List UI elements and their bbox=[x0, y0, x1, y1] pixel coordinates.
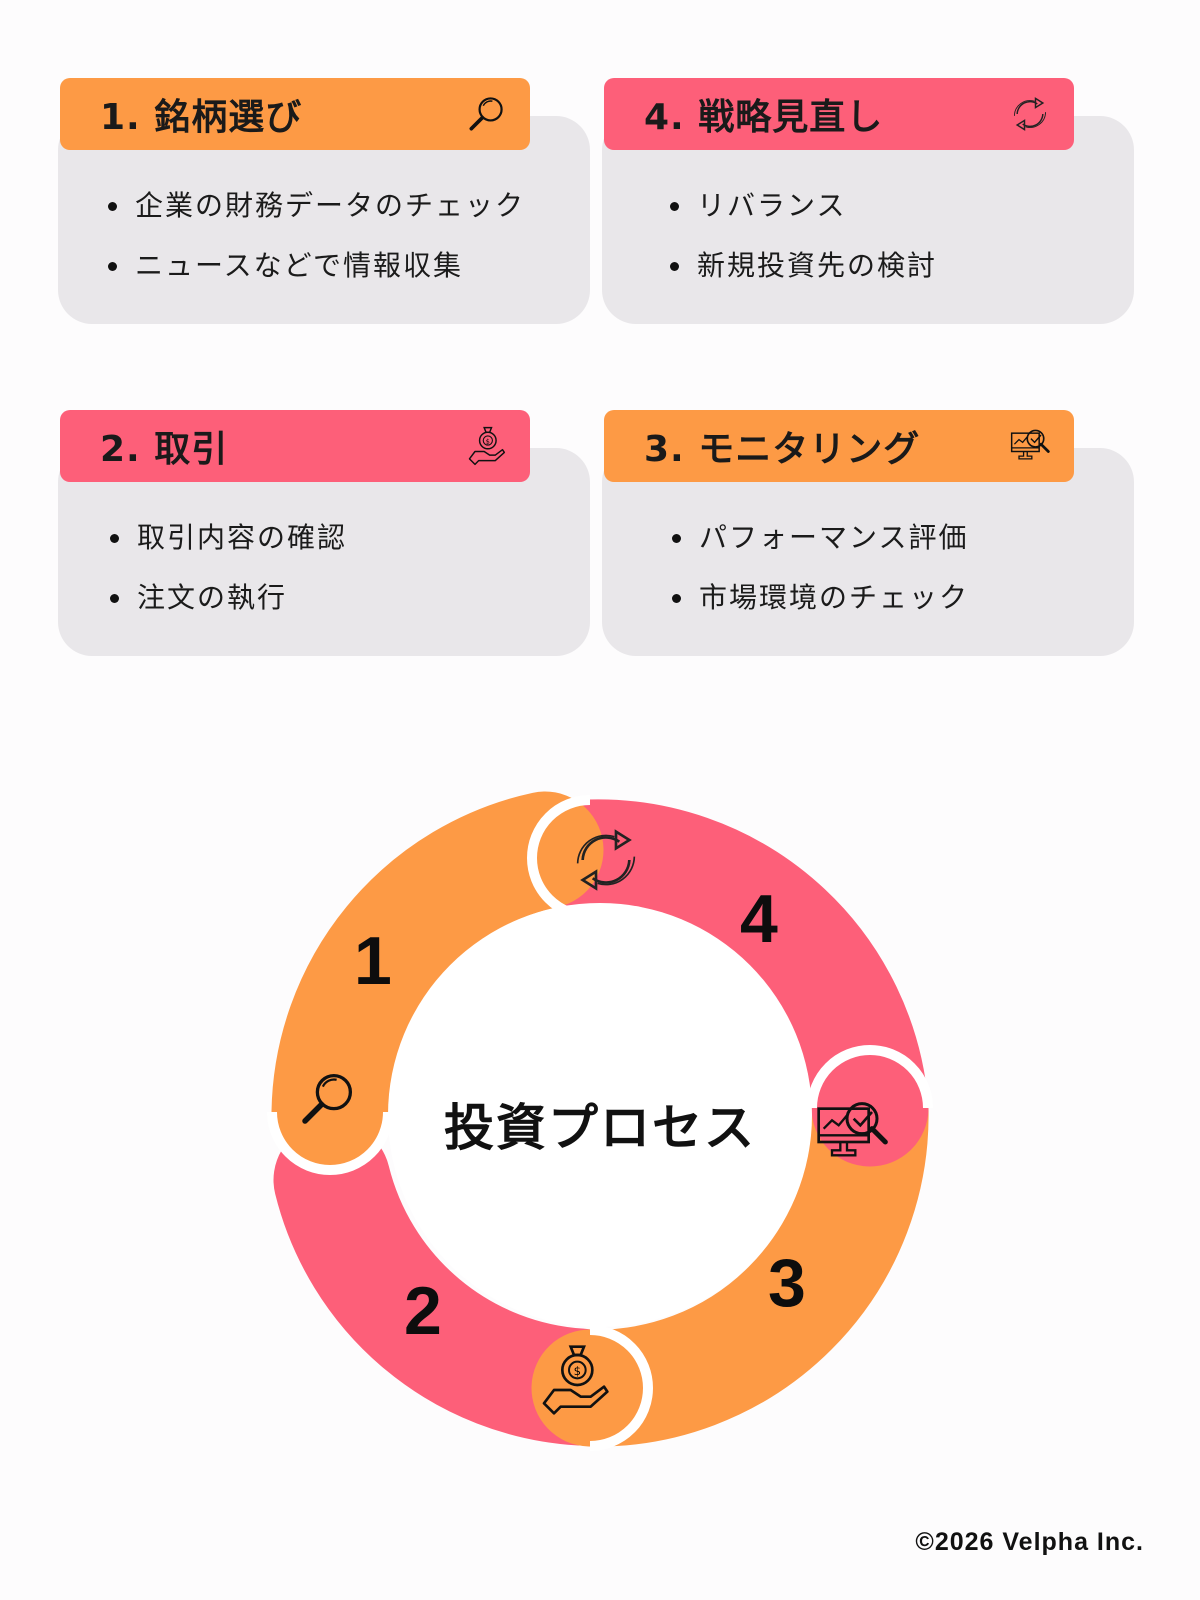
card-body bbox=[58, 448, 590, 656]
magnifier-icon bbox=[294, 1066, 360, 1132]
card-header: 4. 戦略見直し bbox=[604, 78, 1074, 150]
magnifier-icon bbox=[464, 92, 508, 136]
card-bullet-list: 企業の財務データのチェック ニュースなどで情報収集 bbox=[108, 176, 525, 296]
card-header: 2. 取引 bbox=[60, 410, 530, 482]
segment-number-3: 3 bbox=[768, 1245, 806, 1321]
card-title: 1. 銘柄選び bbox=[100, 97, 303, 138]
ring-segment-1 bbox=[271, 791, 604, 1171]
copyright-footer: ©2026 Velpha Inc. bbox=[915, 1528, 1144, 1556]
segment-number-4: 4 bbox=[740, 881, 778, 957]
card-bullet-list: 取引内容の確認 注文の執行 bbox=[110, 508, 347, 628]
refresh-arrows-icon bbox=[566, 820, 646, 900]
card-body bbox=[602, 448, 1134, 656]
bullet-icon bbox=[670, 201, 679, 211]
bullet-icon bbox=[108, 201, 117, 211]
step-card-trading: 2. 取引 取引内容の確認 注文の執行 bbox=[58, 410, 598, 670]
bullet-icon bbox=[672, 593, 681, 603]
card-title: 2. 取引 bbox=[100, 429, 229, 470]
step-card-monitoring: 3. モニタリング パフォーマンス評価 市場環境のチェック bbox=[602, 410, 1142, 670]
cycle-ring bbox=[267, 791, 933, 1451]
list-item: パフォーマンス評価 bbox=[672, 508, 969, 568]
card-bullet-list: パフォーマンス評価 市場環境のチェック bbox=[672, 508, 969, 628]
list-item: 企業の財務データのチェック bbox=[108, 176, 525, 236]
ring-segment-3 bbox=[531, 1049, 929, 1447]
bullet-icon bbox=[110, 533, 119, 543]
card-header: 3. モニタリング bbox=[604, 410, 1074, 482]
money-bag-hand-icon bbox=[464, 424, 508, 468]
list-item: 注文の執行 bbox=[110, 568, 347, 628]
segment-number-2: 2 bbox=[404, 1273, 442, 1349]
bullet-icon bbox=[672, 533, 681, 543]
refresh-arrows-icon bbox=[1008, 92, 1052, 136]
list-item: 市場環境のチェック bbox=[672, 568, 969, 628]
segment-number-1: 1 bbox=[354, 923, 392, 999]
money-bag-hand-icon bbox=[534, 1340, 614, 1420]
card-body bbox=[602, 116, 1134, 324]
card-body bbox=[58, 116, 590, 324]
card-bullet-list: リバランス 新規投資先の検討 bbox=[670, 176, 937, 296]
list-item: リバランス bbox=[670, 176, 937, 236]
step-card-stock-selection: 1. 銘柄選び 企業の財務データのチェック ニュースなどで情報収集 bbox=[58, 78, 598, 338]
cycle-center-title: 投資プロセス bbox=[444, 1099, 756, 1157]
list-item: ニュースなどで情報収集 bbox=[108, 236, 525, 296]
card-title: 4. 戦略見直し bbox=[644, 97, 884, 138]
step-card-strategy-review: 4. 戦略見直し リバランス 新規投資先の検討 bbox=[602, 78, 1142, 338]
card-header: 1. 銘柄選び bbox=[60, 78, 530, 150]
monitor-analytics-icon bbox=[1008, 424, 1052, 468]
monitor-analytics-icon bbox=[812, 1092, 892, 1172]
list-item: 取引内容の確認 bbox=[110, 508, 347, 568]
ring-segment-2 bbox=[273, 1121, 639, 1446]
bullet-icon bbox=[670, 261, 679, 271]
bullet-icon bbox=[108, 261, 117, 271]
bullet-icon bbox=[110, 593, 119, 603]
list-item: 新規投資先の検討 bbox=[670, 236, 937, 296]
card-title: 3. モニタリング bbox=[644, 429, 921, 470]
